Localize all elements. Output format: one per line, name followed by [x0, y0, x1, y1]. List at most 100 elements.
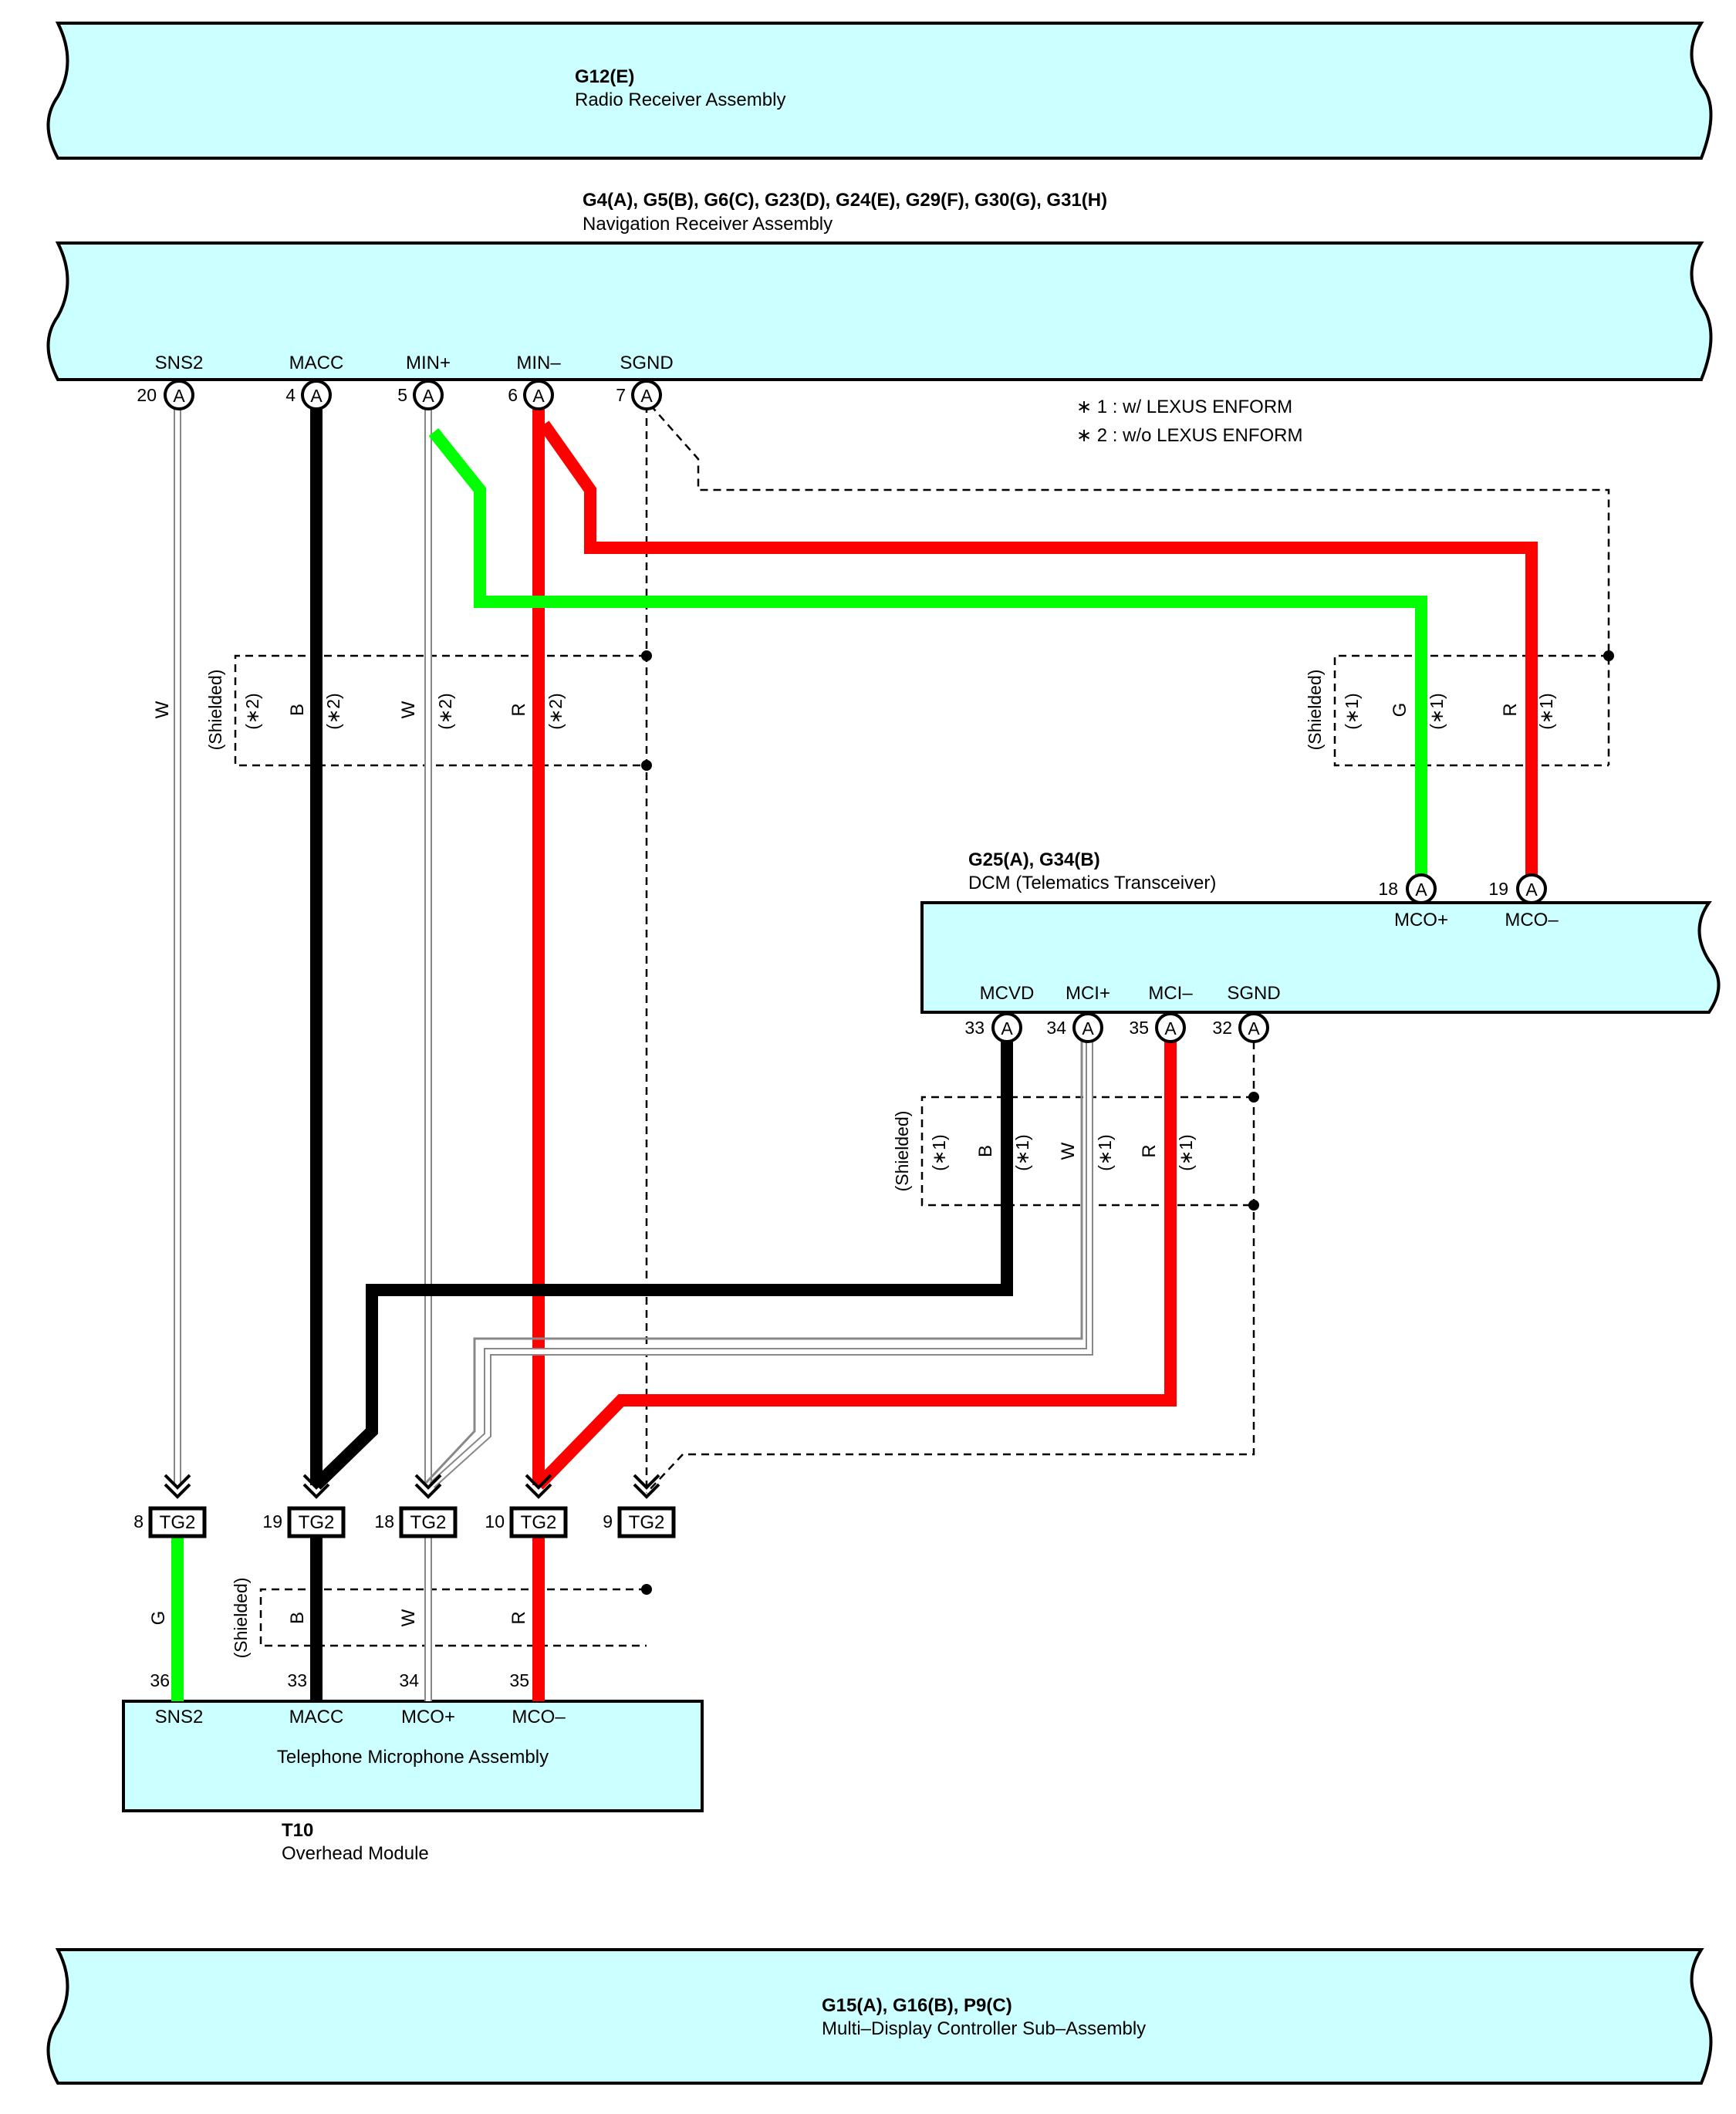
shield-note: (∗2) — [435, 693, 455, 729]
wire-color-label: R — [508, 1611, 529, 1624]
dcm-name: DCM (Telematics Transceiver) — [968, 873, 1216, 893]
dcm-pin-conn: A — [1164, 1018, 1177, 1038]
tel-name: Telephone Microphone Assembly — [277, 1747, 549, 1768]
wire-color-label: B — [287, 704, 308, 716]
sgnd-wires — [645, 404, 1610, 1494]
multi-display-box: G15(A), G16(B), P9(C) Multi–Display Cont… — [46, 1948, 1713, 2085]
wire-color-label: W — [152, 701, 173, 718]
nav-pin-conn: A — [173, 386, 185, 406]
tel-pin-num: 34 — [399, 1670, 419, 1690]
dcm-pin-conn: A — [1415, 880, 1427, 900]
pin-circle-icon — [1516, 873, 1547, 904]
dcm-pin-label: MCO+ — [1394, 910, 1448, 930]
tel-pin-0: 36 SNS2 — [150, 1670, 203, 1727]
dcm-pin-conn: A — [1082, 1018, 1094, 1038]
mdc-name: Multi–Display Controller Sub–Assembly — [822, 2018, 1146, 2039]
wire-red-mco-minus — [539, 420, 1538, 880]
shield-tel — [259, 1588, 647, 1647]
shield-label: (Shielded) — [892, 1111, 912, 1192]
pin-circle-icon — [413, 380, 444, 410]
dcm-pin-conn: A — [1001, 1018, 1013, 1038]
pin-circle-icon — [1406, 873, 1437, 904]
tg2-label: TG2 — [629, 1512, 665, 1533]
dcm-bottom-pin-3: SGND 32 A — [1212, 983, 1281, 1043]
dcm-bottom-pin-1: MCI+ 34 A — [1046, 983, 1110, 1043]
nav-pin-num: 7 — [616, 385, 626, 405]
tel-pin-3: 35 MCO– — [509, 1670, 566, 1727]
mdc-code: G15(A), G16(B), P9(C) — [822, 1995, 1012, 2016]
pin-circle-icon — [164, 380, 194, 410]
telephone-mic-box: Telephone Microphone Assembly — [122, 1700, 704, 1812]
shield-note: (∗1) — [1176, 1134, 1196, 1170]
nav-pin-1: MACC 4 A — [285, 353, 344, 410]
dcm-pin-num: 34 — [1046, 1018, 1066, 1038]
shield-nav-right — [1333, 654, 1609, 767]
tel-pin-1: 33 MACC — [287, 1670, 343, 1727]
pin-circle-icon — [631, 380, 662, 410]
nav-pin-0: SNS2 20 A — [137, 353, 204, 410]
dcm-bottom-pin-0: MCVD 33 A — [964, 983, 1034, 1043]
wire-color-label: W — [1058, 1142, 1079, 1160]
tg2-connector-0: 8 TG2 — [133, 1506, 207, 1538]
tel-pin-2: 34 MCO+ — [399, 1670, 455, 1727]
shield-note: (∗1) — [1536, 693, 1556, 729]
overhead-code: T10 — [282, 1820, 313, 1841]
nav-pin-num: 20 — [137, 385, 157, 405]
shield-label: (Shielded) — [205, 670, 225, 751]
wire-color-label: B — [975, 1145, 996, 1157]
dcm-pin-label: MCO– — [1505, 910, 1559, 930]
pin-circle-icon — [1072, 1012, 1103, 1043]
tg2-num: 9 — [603, 1511, 613, 1531]
shield-label: (Shielded) — [231, 1578, 251, 1659]
nav-pin-label: SNS2 — [155, 353, 204, 373]
tel-pin-label: MACC — [289, 1707, 344, 1727]
tg2-label: TG2 — [160, 1512, 196, 1533]
dcm-pin-num: 19 — [1488, 879, 1508, 899]
nav-code: G4(A), G5(B), G6(C), G23(D), G24(E), G29… — [583, 190, 1107, 211]
dcm-top-pin-0: 18 A MCO+ — [1378, 873, 1448, 930]
nav-pin-num: 6 — [508, 385, 518, 405]
shield-note: (∗1) — [1427, 693, 1447, 729]
wire-color-label: G — [1390, 703, 1410, 718]
shield-note: (∗2) — [242, 693, 262, 729]
tg2-connector-4: 9 TG2 — [603, 1506, 676, 1538]
dcm-pin-num: 18 — [1378, 879, 1398, 899]
shield-note: (∗1) — [1012, 1134, 1032, 1170]
wire-color-label: R — [1139, 1144, 1160, 1157]
nav-pin-conn: A — [310, 386, 323, 406]
nav-pin-conn: A — [640, 386, 653, 406]
pin-circle-icon — [301, 380, 332, 410]
radio-receiver-box: G12(E) Radio Receiver Assembly — [46, 22, 1713, 160]
nav-pin-num: 5 — [397, 385, 407, 405]
overhead-name: Overhead Module — [282, 1843, 429, 1864]
nav-pin-label: MACC — [289, 353, 344, 373]
dcm-pin-label: SGND — [1227, 983, 1280, 1004]
tg2-num: 18 — [374, 1511, 394, 1531]
nav-pin-conn: A — [422, 386, 434, 406]
nav-pin-num: 4 — [285, 385, 296, 405]
tel-pin-num: 36 — [150, 1670, 170, 1690]
radio-name: Radio Receiver Assembly — [575, 89, 785, 110]
dcm-pin-num: 32 — [1212, 1018, 1232, 1038]
shield-note: (∗2) — [545, 693, 566, 729]
tel-pin-label: SNS2 — [155, 1707, 204, 1727]
wire-color-label: W — [398, 1609, 419, 1626]
dcm-pin-label: MCI+ — [1066, 983, 1110, 1004]
wire-color-label: B — [287, 1612, 308, 1624]
tg2-connector-3: 10 TG2 — [485, 1506, 568, 1538]
tg2-label: TG2 — [521, 1512, 557, 1533]
dcm-pin-conn: A — [1525, 880, 1538, 900]
dcm-box — [920, 901, 1721, 1014]
tg2-arrows — [164, 1474, 660, 1499]
pin-circle-icon — [523, 380, 554, 410]
nav-pin-label: SGND — [620, 353, 673, 373]
tg2-num: 8 — [133, 1511, 144, 1531]
shield-note: (∗1) — [1095, 1134, 1115, 1170]
shield-label: (Shielded) — [1305, 670, 1325, 751]
nav-pin-label: MIN– — [516, 353, 561, 373]
wire-color-label: R — [1500, 703, 1521, 716]
shield-note: (∗1) — [1342, 693, 1362, 729]
dcm-code: G25(A), G34(B) — [968, 849, 1100, 870]
tel-pin-num: 35 — [509, 1670, 529, 1690]
